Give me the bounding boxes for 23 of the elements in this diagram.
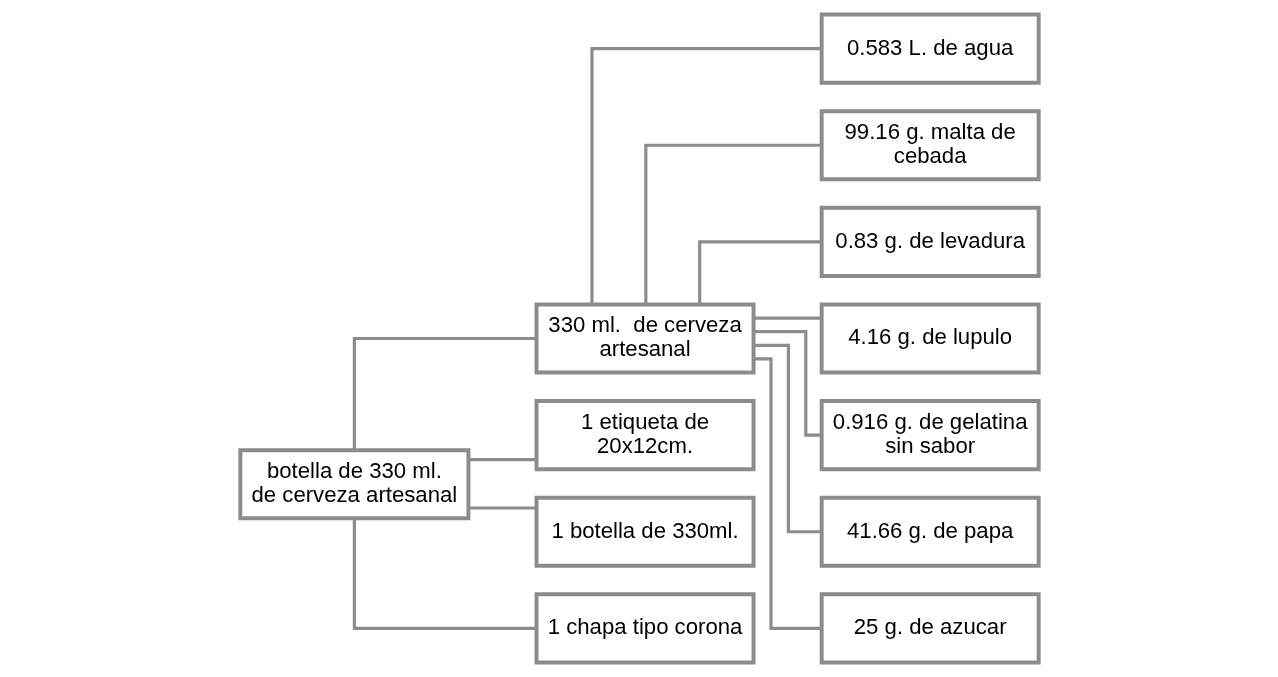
node-box: 99.16 g. malta de cebada <box>819 109 1041 182</box>
connector <box>352 518 536 630</box>
node-box: botella de 330 ml. de cerveza artesanal <box>237 448 470 521</box>
connector <box>753 357 821 630</box>
connector <box>468 458 536 462</box>
node-box: 41.66 g. de papa <box>819 495 1041 568</box>
node-box: 25 g. de azucar <box>819 592 1041 665</box>
node-box: 0.916 g. de gelatina sin sabor <box>819 399 1041 472</box>
node-box: 1 etiqueta de 20x12cm. <box>534 399 756 472</box>
node-box: 1 chapa tipo corona <box>534 592 756 665</box>
node-box: 330 ml. de cerveza artesanal <box>534 302 756 375</box>
connector <box>753 316 821 320</box>
connector <box>468 506 536 510</box>
node-box: 0.83 g. de levadura <box>819 205 1041 278</box>
connector <box>589 47 821 305</box>
connector <box>643 143 821 305</box>
node-box: 4.16 g. de lupulo <box>819 302 1041 375</box>
connector <box>697 240 821 305</box>
connector <box>352 336 536 450</box>
connector <box>753 330 822 437</box>
connector <box>753 343 821 534</box>
node-box: 1 botella de 330ml. <box>534 495 756 568</box>
node-box: 0.583 L. de agua <box>819 12 1041 85</box>
